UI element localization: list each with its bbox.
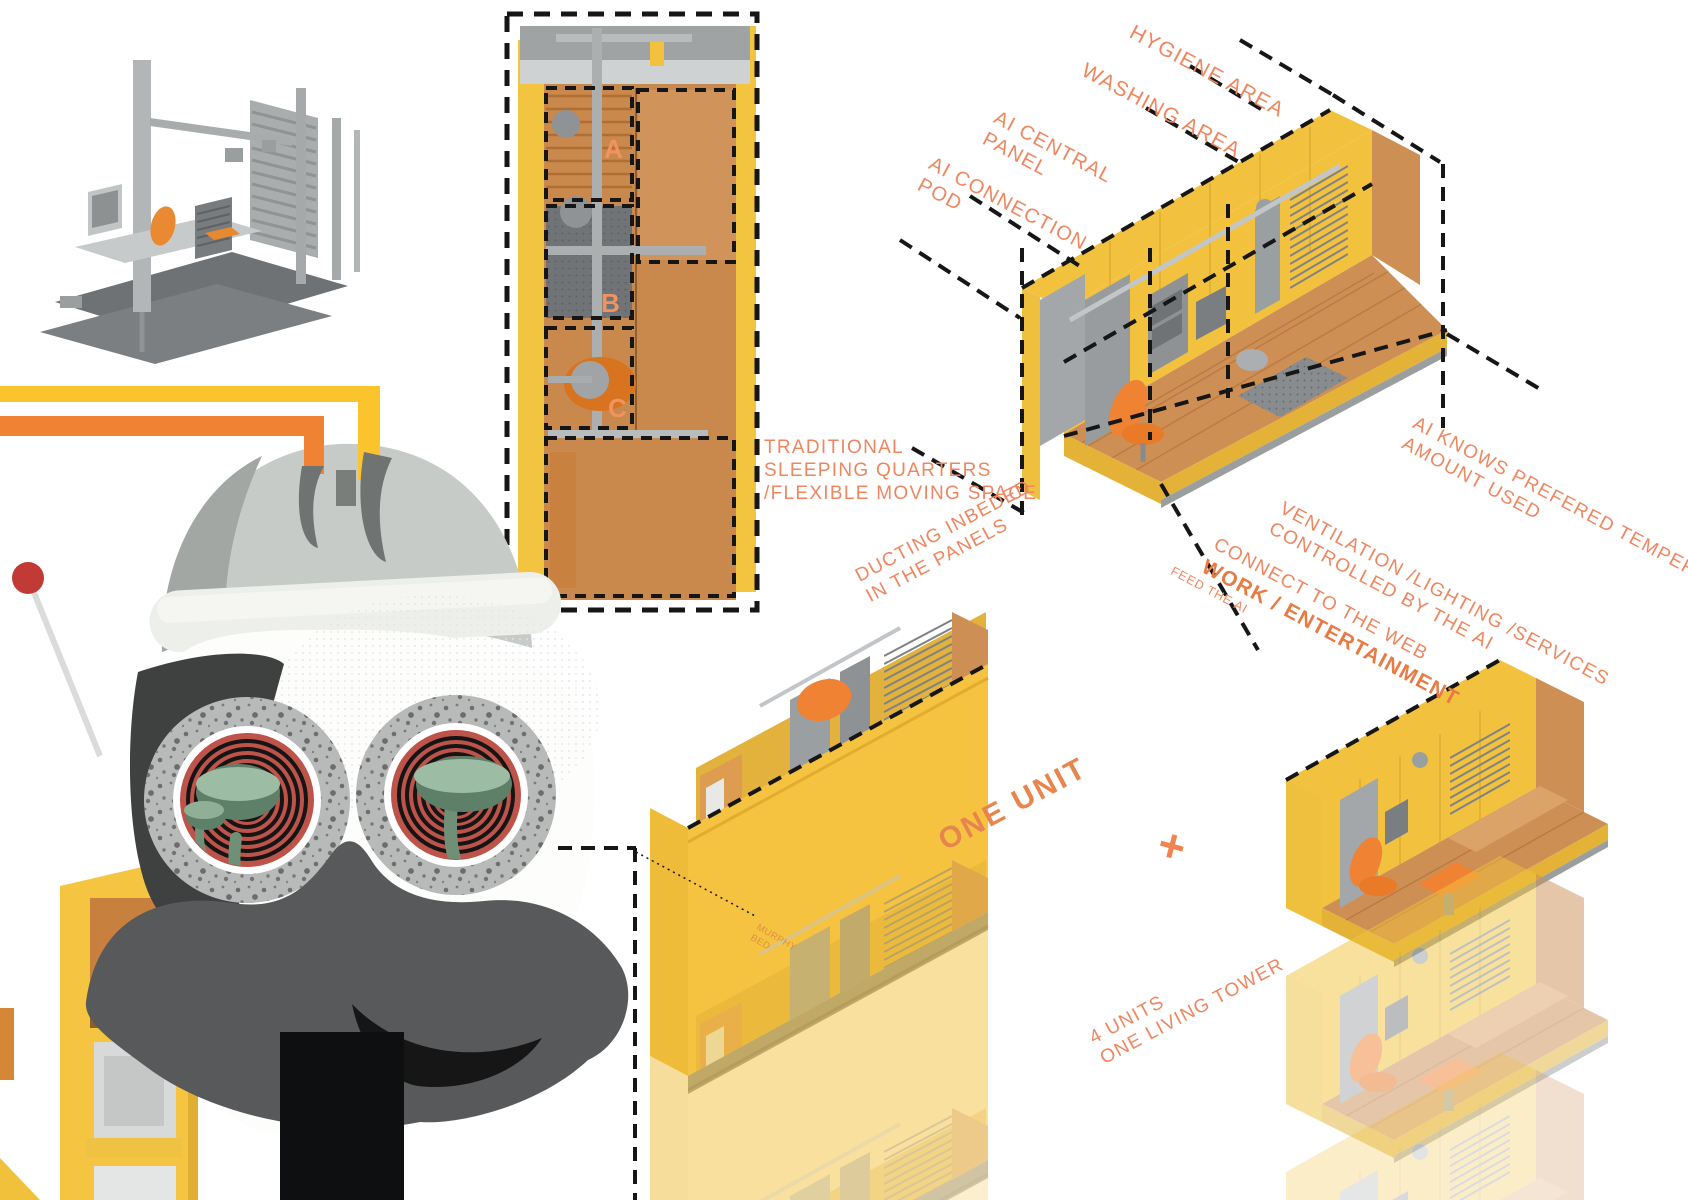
floor-plan: [504, 11, 760, 613]
plan-zone-a: A: [604, 134, 624, 164]
label-traditional: TRADITIONAL SLEEPING QUARTERS /FLEXIBLE …: [764, 437, 1038, 505]
supply-pipes: [0, 386, 380, 480]
robot-mascot: [0, 386, 629, 1200]
plan-zone-b: B: [601, 288, 621, 318]
antenna-ball: [12, 562, 44, 594]
axon-drawing: [40, 60, 360, 364]
main-unit: [1022, 110, 1447, 508]
right-eye: [356, 695, 556, 895]
plan-zone-c: C: [608, 393, 628, 423]
antenna-stem: [30, 588, 103, 758]
left-eye: [144, 697, 350, 903]
leader-lines: [558, 38, 1547, 1200]
right-unit: [1286, 660, 1608, 967]
